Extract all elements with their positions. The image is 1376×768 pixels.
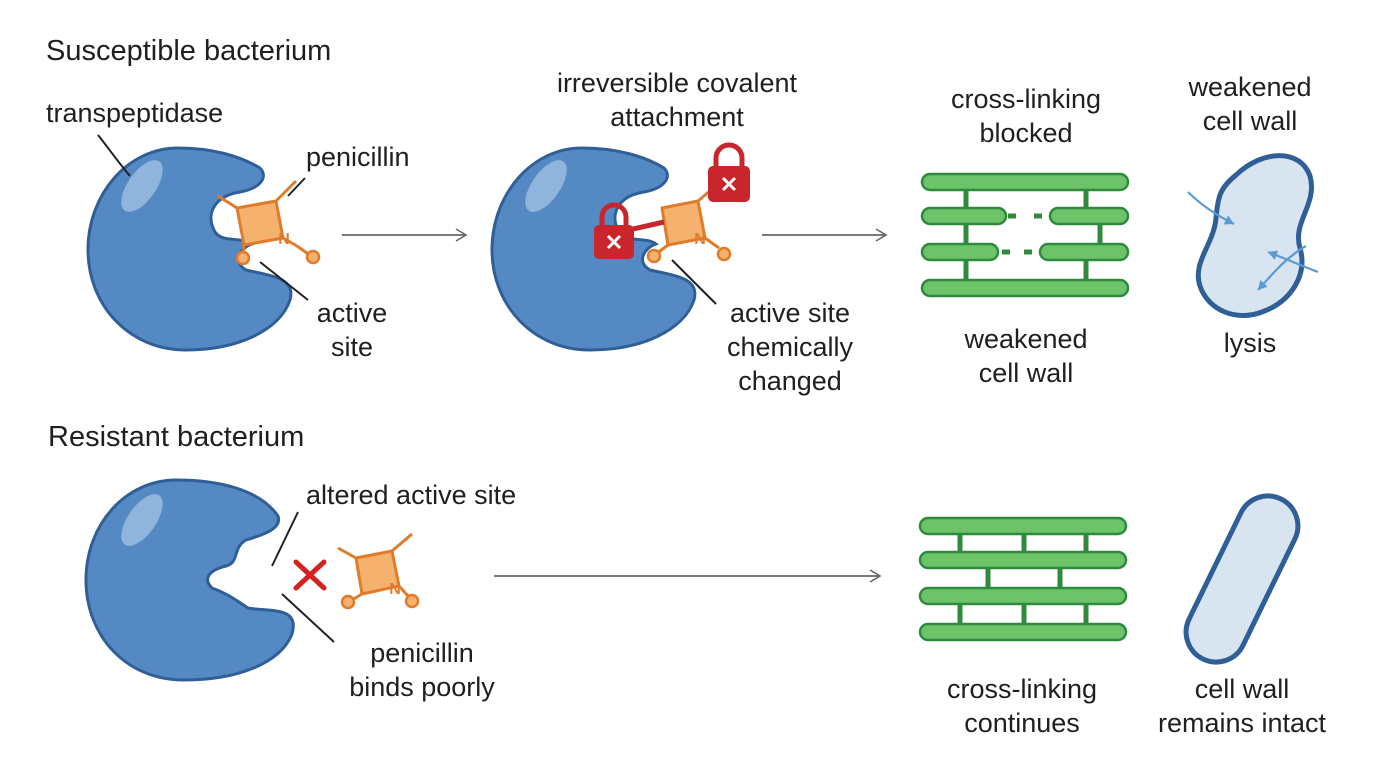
nitrogen-atom-label-unbound: N [389, 581, 401, 598]
altered-active-site-label: altered active site [306, 480, 517, 510]
penicillin-molecule-bound [646, 182, 732, 264]
binds-poorly-line-1: penicillin [370, 638, 474, 668]
wall-intact-line-2: remains intact [1157, 708, 1327, 738]
active-site-changed-leader [671, 259, 717, 305]
active-site-changed-label: active site chemically changed [727, 296, 853, 398]
crosslinking-blocked-line-2: blocked [979, 118, 1073, 148]
active-site-changed-line-3: changed [738, 366, 842, 396]
binds-poorly-leader [281, 593, 335, 643]
penicillin-molecule [217, 179, 321, 266]
weakened-crosslinks [963, 190, 1103, 280]
crosslinking-blocked-label: cross-linking blocked [951, 82, 1101, 150]
weakened-cell-label: weakened cell wall [1188, 70, 1311, 138]
covalent-attachment-line-1: irreversible covalent [556, 68, 798, 98]
penicillin-leader [287, 177, 306, 197]
intact-cell [1183, 493, 1301, 665]
lysing-cell [1187, 153, 1319, 318]
penicillin-label: penicillin [306, 142, 410, 172]
intact-crosslinks [957, 534, 1089, 624]
weakened-wall-line-2: cell wall [978, 358, 1074, 388]
crosslinking-blocked-line-1: cross-linking [950, 84, 1102, 114]
transpeptidase-leader [97, 134, 131, 177]
weakened-cell-line-2: cell wall [1202, 106, 1298, 136]
wall-intact-label: cell wall remains intact [1158, 672, 1326, 740]
weakened-wall-label: weakened cell wall [964, 322, 1087, 390]
weakened-wall-line-1: weakened [964, 324, 1088, 354]
crosslinking-continues-line-1: cross-linking [946, 674, 1098, 704]
nitrogen-atom-label: N [278, 231, 290, 248]
crosslinking-continues-label: cross-linking continues [947, 672, 1097, 740]
susceptible-title: Susceptible bacterium [46, 35, 332, 67]
weakened-peptidoglycan-wall [920, 172, 1130, 298]
transpeptidase-label: transpeptidase [46, 98, 224, 128]
intact-peptidoglycan-wall [918, 516, 1128, 642]
active-site-leader [259, 261, 309, 301]
penicillin-molecule-unbound [337, 532, 420, 610]
wall-intact-line-1: cell wall [1194, 674, 1290, 704]
covalent-attachment-line-2: attachment [610, 102, 744, 132]
binds-poorly-line-2: binds poorly [349, 672, 495, 702]
cross-mark-icon [293, 559, 327, 591]
lysis-label: lysis [1223, 328, 1277, 358]
covalent-attachment-label: irreversible covalent attachment [557, 66, 797, 134]
nitrogen-atom-label-bound: N [694, 231, 706, 248]
transpeptidase-enzyme-bound [490, 146, 697, 352]
lock-icon [594, 202, 634, 259]
active-site-line-2: site [330, 332, 374, 362]
weakened-cell-line-1: weakened [1188, 72, 1312, 102]
active-site-changed-line-1: active site [729, 298, 851, 328]
active-site-label: active site [317, 296, 388, 364]
binds-poorly-label: penicillin binds poorly [349, 636, 495, 704]
resistant-title: Resistant bacterium [48, 421, 305, 453]
crosslinking-continues-line-2: continues [964, 708, 1080, 738]
active-site-changed-line-2: chemically [726, 332, 854, 362]
altered-transpeptidase-enzyme [84, 478, 295, 682]
altered-site-leader [271, 511, 299, 567]
transpeptidase-enzyme [86, 146, 293, 352]
lock-icon [708, 142, 750, 202]
active-site-line-1: active [316, 298, 388, 328]
